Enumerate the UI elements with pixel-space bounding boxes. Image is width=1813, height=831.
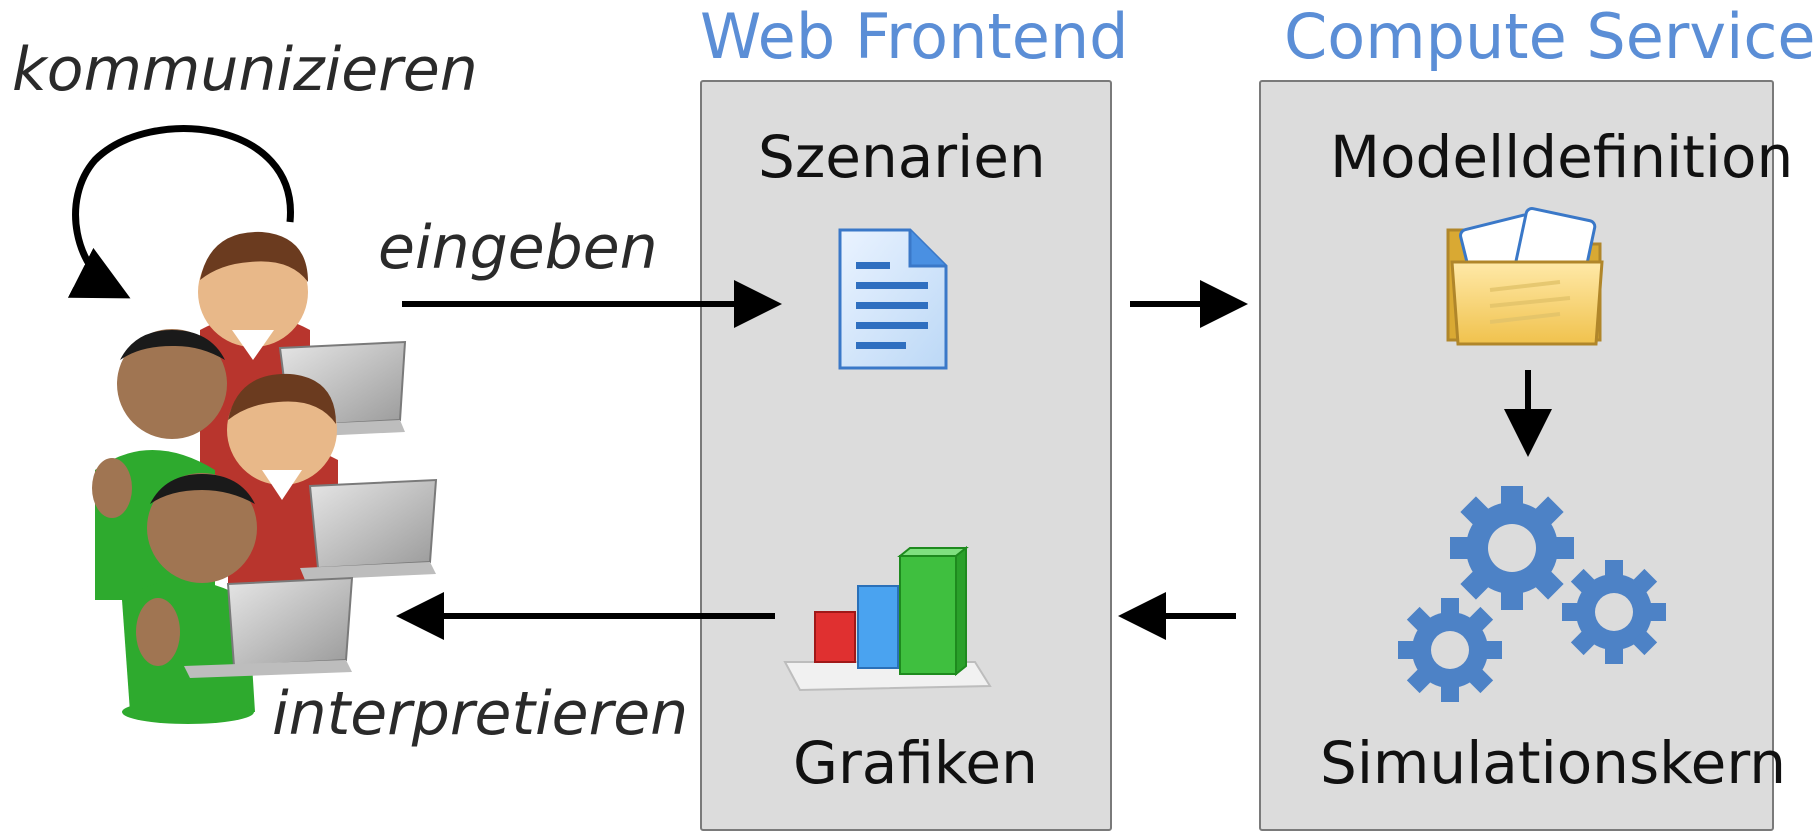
users-with-laptops-icon [92,231,438,724]
folder-icon [1446,207,1604,346]
web-frontend-title: Web Frontend [700,0,1129,73]
communicate-arrow [67,125,294,299]
bar-chart-icon [783,545,992,692]
graphics-label: Grafiken [793,729,1038,797]
simulation-kernel-label: Simulationskern [1320,729,1786,797]
interpret-label: interpretieren [272,679,689,749]
web-frontend-panel [700,80,1112,831]
input-label: eingeben [378,213,658,283]
gears-icon [1398,486,1666,702]
scenarios-label: Szenarien [758,123,1046,191]
communicate-label: kommunizieren [12,35,478,105]
model-definition-label: Modelldefinition [1330,123,1794,191]
document-icon [838,228,948,370]
compute-service-title: Compute Service [1284,0,1813,73]
